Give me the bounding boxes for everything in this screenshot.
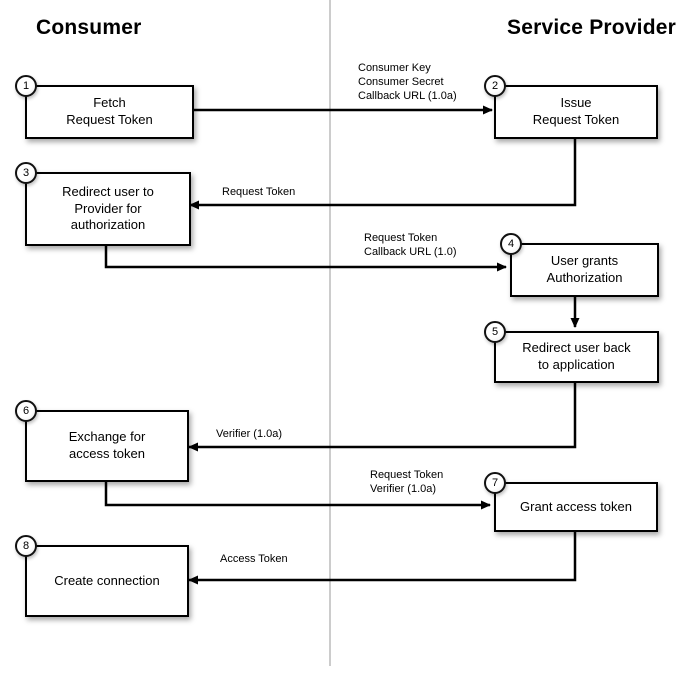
arrow-redirect-to-user-grants bbox=[104, 242, 507, 272]
node-fetch-request-token: 1 Fetch Request Token bbox=[15, 75, 194, 139]
arrow-exchange-to-grant-access bbox=[104, 478, 491, 510]
arrow-label-request-token-verifier: Request Token Verifier (1.0a) bbox=[370, 469, 444, 495]
node-label: Fetch Request Token bbox=[66, 95, 153, 127]
node-issue-request-token: 2 Issue Request Token bbox=[484, 75, 658, 139]
node-label: User grants Authorization bbox=[546, 253, 623, 285]
arrow-label-request-token: Request Token bbox=[222, 186, 296, 198]
column-title-consumer: Consumer bbox=[36, 16, 142, 39]
node-exchange-for-access-token: 6 Exchange for access token bbox=[15, 400, 189, 482]
arrow-issue-to-redirect-user bbox=[189, 135, 577, 210]
arrow-label-access-token: Access Token bbox=[220, 553, 288, 565]
step-8-badge: 8 bbox=[15, 535, 37, 557]
step-4-badge: 4 bbox=[500, 233, 522, 255]
step-2-badge: 2 bbox=[484, 75, 506, 97]
step-5-badge: 5 bbox=[484, 321, 506, 343]
arrow-redirect-back-to-exchange bbox=[188, 379, 577, 452]
arrow-label-verifier: Verifier (1.0a) bbox=[216, 428, 283, 440]
column-divider-line bbox=[329, 0, 331, 666]
node-label: Redirect user to Provider for authorizat… bbox=[62, 183, 154, 233]
node-user-grants-authorization: 4 User grants Authorization bbox=[500, 233, 659, 297]
node-label: Exchange for access token bbox=[68, 429, 146, 461]
arrow-grant-access-to-create-connection bbox=[188, 528, 577, 585]
node-label: Create connection bbox=[54, 572, 160, 588]
node-redirect-user-back: 5 Redirect user back to application bbox=[484, 321, 659, 383]
node-label: Redirect user back to application bbox=[522, 340, 631, 372]
column-title-service-provider: Service Provider bbox=[507, 16, 676, 39]
node-redirect-user-for-authorization: 3 Redirect user to Provider for authoriz… bbox=[15, 162, 191, 246]
step-7-badge: 7 bbox=[484, 472, 506, 494]
node-label: Grant access token bbox=[520, 498, 632, 514]
step-3-badge: 3 bbox=[15, 162, 37, 184]
step-1-badge: 1 bbox=[15, 75, 37, 97]
arrow-label-request-token-callback-url: Request Token Callback URL (1.0) bbox=[364, 232, 457, 258]
node-label: Issue Request Token bbox=[532, 95, 620, 127]
node-grant-access-token: 7 Grant access token bbox=[484, 472, 658, 532]
step-6-badge: 6 bbox=[15, 400, 37, 422]
node-create-connection: 8 Create connection bbox=[15, 535, 189, 617]
arrow-label-consumer-key-secret-callback: Consumer Key Consumer Secret Callback UR… bbox=[358, 62, 457, 102]
